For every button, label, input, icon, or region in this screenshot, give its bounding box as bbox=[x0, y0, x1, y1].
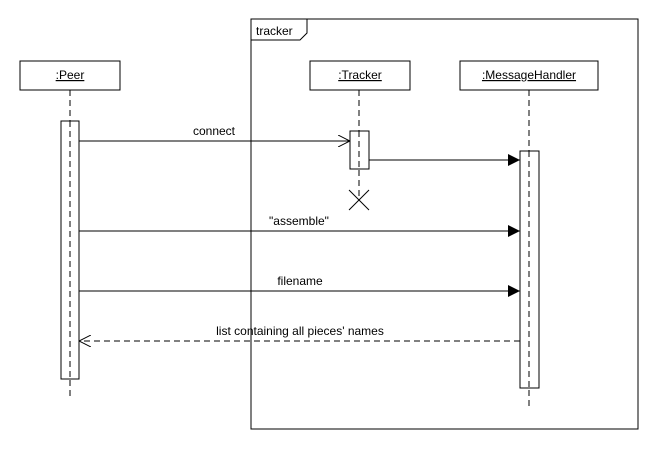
tracker-frame: tracker bbox=[250, 18, 639, 430]
destruction-marker bbox=[348, 189, 370, 211]
lifeline-peer-label: :Peer bbox=[56, 68, 85, 82]
lifeline-tracker-head bbox=[309, 60, 411, 91]
frame-label-tab bbox=[251, 19, 308, 41]
lifeline-tracker-label: :Tracker bbox=[338, 68, 382, 82]
message-assemble: "assemble" bbox=[79, 214, 520, 237]
message-connect-label: connect bbox=[193, 124, 236, 138]
lifeline-tracker: :Tracker bbox=[309, 60, 411, 211]
message-filename: filename bbox=[79, 274, 520, 297]
message-assemble-label: "assemble" bbox=[269, 214, 329, 228]
message-reply-label: list containing all pieces' names bbox=[216, 324, 384, 338]
lifeline-peer: :Peer bbox=[19, 60, 121, 399]
frame-label: tracker bbox=[256, 24, 293, 38]
message-connect: connect bbox=[79, 124, 350, 141]
activation-peer bbox=[60, 120, 80, 380]
lifeline-messagehandler-label: :MessageHandler bbox=[482, 68, 576, 82]
lifeline-peer-head bbox=[19, 60, 121, 91]
lifeline-messagehandler: :MessageHandler bbox=[459, 60, 599, 410]
lifeline-messagehandler-head bbox=[459, 60, 599, 91]
message-filename-label: filename bbox=[277, 274, 323, 288]
message-reply: list containing all pieces' names bbox=[79, 324, 520, 341]
